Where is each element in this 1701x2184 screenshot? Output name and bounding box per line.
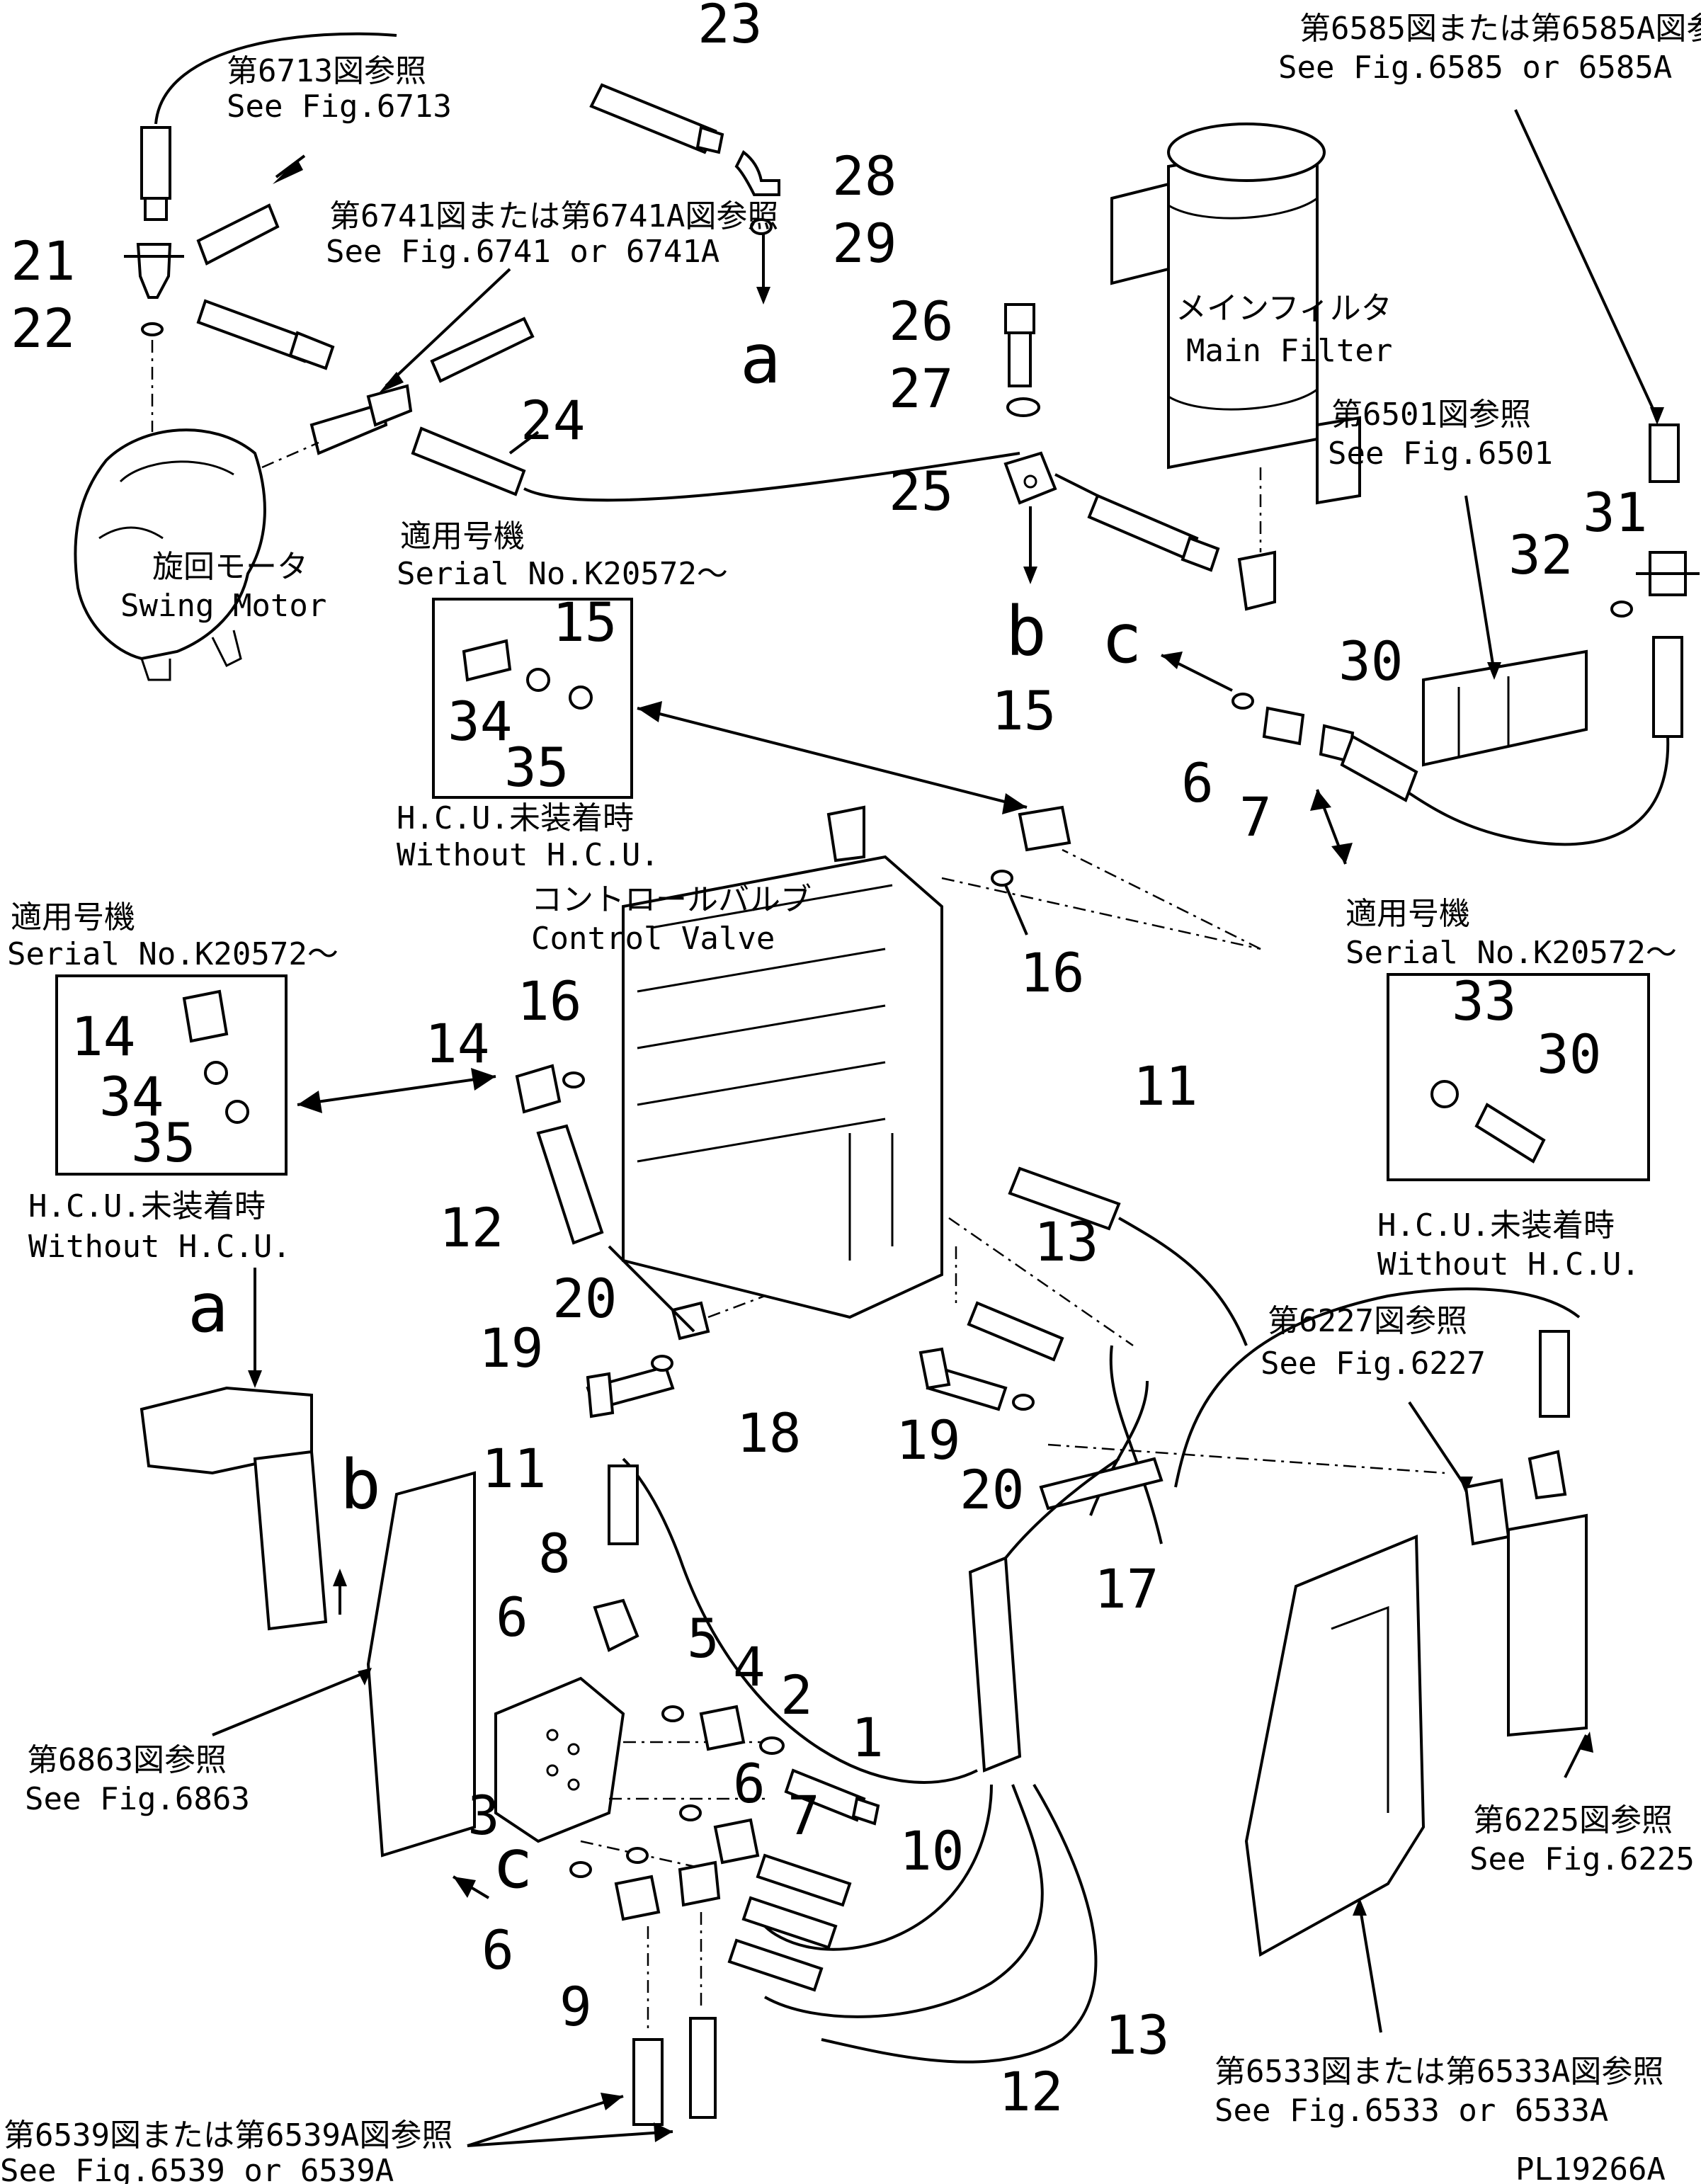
ref-6585-en: See Fig.6585 or 6585A (1278, 50, 1672, 86)
hcu-left-en: Without H.C.U. (28, 1229, 291, 1265)
ref-6863-jp: 第6863図参照 (27, 1742, 227, 1778)
callout-20b: 20 (960, 1458, 1025, 1521)
callout-12b: 12 (999, 2060, 1064, 2123)
hcu-box-right (1387, 973, 1650, 1181)
callout-31: 31 (1583, 481, 1648, 544)
callout-6b: 6 (733, 1752, 766, 1815)
callout-13: 13 (1034, 1210, 1099, 1273)
serial-left-en: Serial No.K20572～ (7, 936, 339, 972)
ref-6225-jp: 第6225図参照 (1473, 1802, 1673, 1838)
marker-b-top: b (1006, 592, 1047, 671)
drawing-linework (74, 32, 1700, 2147)
callout-6d: 6 (1181, 751, 1214, 814)
hcu-box-left (55, 974, 288, 1176)
serial-left-jp: 適用号機 (11, 899, 135, 935)
callout-1: 1 (851, 1706, 884, 1769)
callout-20: 20 (552, 1267, 618, 1330)
callout-11b: 11 (482, 1437, 547, 1500)
hcu-right-en: Without H.C.U. (1377, 1246, 1640, 1282)
marker-c-bottom: c (492, 1824, 533, 1904)
callout-18: 18 (736, 1401, 802, 1464)
callout-34b: 34 (99, 1065, 164, 1128)
callout-33: 33 (1452, 969, 1517, 1033)
ref-6585-jp: 第6585図または第6585A図参照 (1299, 11, 1701, 47)
marker-a-top: a (740, 319, 781, 399)
ref-6539-jp: 第6539図または第6539A図参照 (4, 2117, 453, 2154)
ref-6713-en: See Fig.6713 (227, 89, 452, 125)
callout-7: 7 (787, 1784, 820, 1847)
callout-28: 28 (832, 144, 897, 207)
ref-6227-en: See Fig.6227 (1261, 1346, 1486, 1382)
ref-6501-en: See Fig.6501 (1328, 436, 1553, 472)
callout-6c: 6 (482, 1918, 514, 1981)
ref-6227-jp: 第6227図参照 (1268, 1303, 1467, 1339)
ref-6539-en: See Fig.6539 or 6539A (0, 2153, 394, 2184)
callout-8: 8 (538, 1522, 571, 1585)
hcu-box-parts (182, 639, 1546, 1164)
callout-4: 4 (733, 1635, 766, 1698)
callout-10: 10 (899, 1819, 965, 1882)
callout-22: 22 (11, 297, 76, 360)
swing-motor-en: Swing Motor (120, 588, 326, 624)
swing-motor-jp: 旋回モータ (152, 549, 308, 585)
hcu-left-jp: H.C.U.未装着時 (28, 1188, 266, 1224)
ref-6533-jp: 第6533図または第6533A図参照 (1214, 2054, 1663, 2090)
ref-6863-en: See Fig.6863 (25, 1781, 250, 1817)
callout-15b: 15 (552, 591, 618, 654)
drawing-id: PL19266A (1515, 2151, 1666, 2184)
callout-19b: 19 (896, 1409, 961, 1472)
serial-top-jp: 適用号機 (400, 518, 525, 554)
callout-2: 2 (780, 1663, 813, 1727)
callout-17: 17 (1094, 1557, 1159, 1620)
callout-30: 30 (1338, 630, 1404, 693)
callout-30b: 30 (1537, 1023, 1602, 1086)
serial-right-en: Serial No.K20572～ (1346, 935, 1677, 971)
callout-24: 24 (520, 389, 586, 452)
control-valve-jp: コントロールバルブ (531, 882, 812, 918)
callout-32: 32 (1508, 523, 1574, 586)
callout-12: 12 (439, 1196, 504, 1259)
main-filter-en: Main Filter (1186, 333, 1392, 369)
hcu-top-en: Without H.C.U. (397, 837, 659, 873)
callout-5: 5 (687, 1607, 719, 1670)
callout-15: 15 (991, 679, 1057, 742)
ref-6225-en: See Fig.6225 (1469, 1841, 1695, 1877)
callout-14b: 14 (71, 1005, 136, 1068)
control-valve-en: Control Valve (531, 921, 775, 957)
callout-21: 21 (11, 229, 76, 292)
callout-16b: 16 (517, 969, 582, 1033)
callout-26: 26 (889, 290, 954, 353)
hcu-top-jp: H.C.U.未装着時 (397, 800, 634, 836)
ref-6713-jp: 第6713図参照 (227, 53, 426, 89)
callout-25: 25 (889, 460, 954, 523)
callout-13b: 13 (1105, 2003, 1170, 2066)
callout-6: 6 (496, 1586, 528, 1649)
main-filter-jp: メインフィルタ (1176, 290, 1392, 326)
callout-11: 11 (1133, 1054, 1198, 1117)
callout-19: 19 (479, 1316, 544, 1380)
callout-23: 23 (698, 0, 763, 55)
callout-27: 27 (889, 357, 954, 420)
callout-29: 29 (832, 212, 897, 275)
callout-9: 9 (559, 1975, 592, 2038)
callout-14: 14 (425, 1012, 490, 1075)
marker-c-right: c (1101, 599, 1142, 678)
callout-3: 3 (467, 1784, 500, 1847)
callout-35: 35 (504, 736, 569, 799)
ref-6533-en: See Fig.6533 or 6533A (1214, 2093, 1608, 2129)
ref-6741-jp: 第6741図または第6741A図参照 (329, 198, 778, 234)
callout-34: 34 (448, 690, 513, 753)
marker-b-left: b (340, 1445, 381, 1525)
serial-right-jp: 適用号機 (1346, 896, 1470, 932)
ref-6501-jp: 第6501図参照 (1331, 397, 1531, 433)
callout-16: 16 (1020, 941, 1085, 1004)
serial-top-en: Serial No.K20572～ (397, 556, 728, 592)
hcu-box-top (432, 598, 633, 799)
ref-6741-en: See Fig.6741 or 6741A (326, 234, 719, 270)
hcu-right-jp: H.C.U.未装着時 (1377, 1207, 1615, 1244)
marker-a-left: a (188, 1268, 229, 1348)
callout-7b: 7 (1239, 785, 1272, 848)
callout-35b: 35 (131, 1111, 196, 1174)
